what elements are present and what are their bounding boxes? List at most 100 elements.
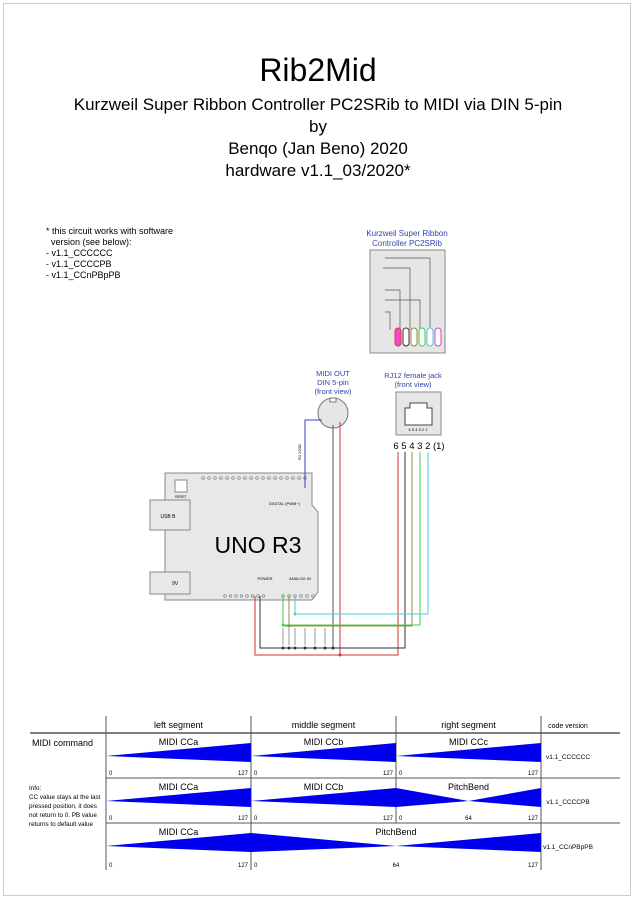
cell-max: 127 — [383, 771, 394, 777]
cc-ramp-wedge — [106, 833, 251, 852]
pitchbend-up-wedge — [468, 788, 541, 807]
power-jack — [149, 571, 191, 595]
info-text: Info: — [29, 785, 42, 792]
cell-max: 127 — [528, 863, 539, 869]
cc-ramp-wedge — [106, 788, 251, 807]
note-version: - v1.1_CCCCPB — [46, 259, 112, 269]
usb-label: USB B — [160, 514, 176, 520]
cell-command: MIDI CCc — [449, 737, 488, 747]
cell-max: 127 — [238, 771, 249, 777]
header-pin — [223, 594, 227, 598]
pitchbend-up-wedge — [396, 833, 541, 852]
kurzweil-label: Kurzweil Super Ribbon — [366, 229, 447, 238]
reset-button — [174, 479, 188, 493]
note-version: - v1.1_CCCCCC — [46, 248, 113, 258]
cell-max: 127 — [238, 863, 249, 869]
cell-command: PitchBend — [448, 782, 489, 792]
cell-command: MIDI CCb — [304, 737, 344, 747]
header-pin — [201, 476, 205, 480]
header-pin — [279, 476, 283, 480]
cell-max: 127 — [383, 816, 394, 822]
analog-label: ANALOG IN — [289, 576, 311, 581]
rj12-pin-numbers-small: 6 5 4 3 2 1 — [409, 427, 429, 432]
cc-ramp-wedge — [251, 788, 396, 807]
junctions — [281, 612, 342, 657]
header-pin — [213, 476, 217, 480]
header-pin — [228, 594, 233, 598]
cc-ramp-wedge — [396, 743, 541, 762]
rj12-socket — [404, 402, 433, 426]
midi-label: (front view) — [314, 387, 352, 396]
digital-label: DIGITAL (PWM~) — [269, 501, 301, 506]
header-pin — [250, 594, 255, 598]
wire-a0-pin3 — [282, 452, 421, 626]
wire-a1-pin4 — [288, 452, 413, 627]
compat-note: * this circuit works with software versi… — [46, 226, 173, 281]
cell-mid: 64 — [393, 863, 400, 869]
cell-min: 0 — [399, 816, 403, 822]
author: Benqo (Jan Beno) 2020 — [228, 139, 408, 158]
board-name: UNO R3 — [215, 532, 302, 558]
pitchbend-down-wedge — [251, 833, 396, 852]
rj12-label: (front view) — [394, 380, 432, 389]
wire-5v-din — [339, 422, 399, 656]
info-text: not return to 0. PB value — [29, 812, 97, 819]
resistors-capacitors — [282, 628, 326, 645]
header-pin — [261, 476, 265, 480]
header-pin — [297, 476, 301, 480]
cell-command: MIDI CCa — [159, 782, 199, 792]
midi-label: DIN 5-pin — [317, 378, 349, 387]
kurzweil-wiring — [383, 257, 431, 330]
reset-label: RESET — [175, 495, 188, 499]
header-pin — [245, 594, 249, 598]
header-pin — [234, 594, 238, 598]
cell-command: MIDI CCb — [304, 782, 344, 792]
code-version: v1.1_CCCCPB — [546, 799, 589, 806]
note-line: version (see below): — [46, 237, 132, 247]
usb-b-port — [149, 499, 191, 531]
cell-min: 0 — [254, 771, 258, 777]
header-pin — [249, 476, 253, 480]
header-pin — [273, 476, 277, 480]
cell-command: MIDI CCa — [159, 737, 199, 747]
cell-max: 127 — [528, 816, 539, 822]
wire-tx — [304, 419, 322, 488]
kurzweil-label: Controller PC2SRib — [372, 239, 442, 248]
hardware-version: hardware v1.1_03/2020* — [225, 161, 411, 180]
cell-max: 127 — [528, 771, 539, 777]
by-label: by — [309, 117, 327, 136]
header-pin — [225, 476, 229, 480]
header-pin — [219, 476, 223, 480]
power-jack-label: 9V — [172, 581, 179, 587]
header-pin — [291, 476, 295, 480]
cc-ramp-wedge — [251, 743, 396, 762]
midi-label: MIDI OUT — [316, 369, 350, 378]
cell-command: MIDI CCa — [159, 827, 199, 837]
header-pin — [207, 476, 211, 480]
cell-max: 127 — [238, 816, 249, 822]
header-pin — [255, 476, 259, 480]
note-version: - v1.1_CCnPBpPB — [46, 270, 121, 280]
header-pin — [267, 476, 271, 480]
rj12-label: RJ12 female jack — [384, 371, 442, 380]
wire-5v — [254, 596, 340, 656]
column-header: code version — [548, 723, 588, 730]
rj12-pin-numbers: 6 5 4 3 2 (1) — [393, 441, 444, 452]
cell-min: 0 — [109, 816, 113, 822]
arduino-board — [164, 472, 319, 601]
note-line: * this circuit works with software — [46, 226, 174, 236]
header-pin — [261, 594, 266, 598]
header-pin — [299, 594, 303, 598]
header-pin — [285, 476, 289, 480]
column-header: left segment — [154, 720, 204, 730]
din-notch — [329, 397, 337, 403]
cell-min: 0 — [109, 863, 113, 869]
kurzweil-pins — [394, 327, 442, 347]
cell-min: 0 — [254, 816, 258, 822]
info-text: CC value stays at the last — [29, 794, 101, 801]
code-version: v1.1_CCCCCC — [546, 754, 590, 761]
header-pin — [239, 594, 244, 598]
cell-mid: 64 — [465, 816, 472, 822]
